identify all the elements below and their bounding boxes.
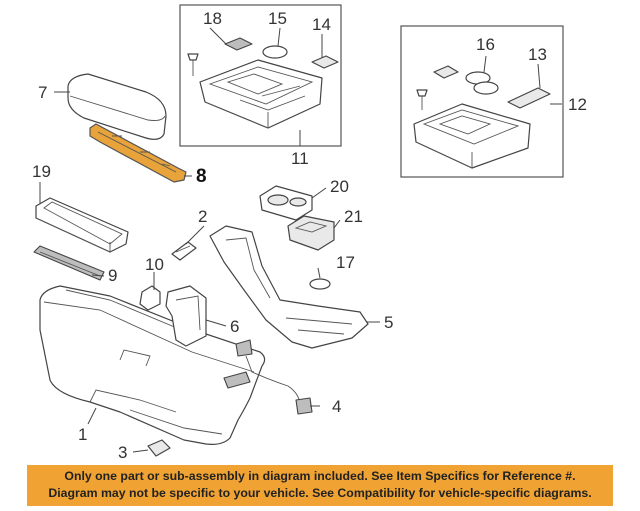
part-16-pad[interactable] (465, 71, 499, 95)
part-4-harness[interactable] (223, 339, 313, 415)
callout-7: 7 (38, 83, 47, 102)
callout-6: 6 (230, 317, 239, 336)
part-17-ring[interactable] (309, 278, 331, 290)
callout-4: 4 (332, 397, 341, 416)
part-1-console-body[interactable] (39, 285, 266, 445)
callout-10: 10 (145, 255, 164, 274)
callout-21: 21 (344, 207, 363, 226)
callout-3: 3 (118, 443, 127, 462)
part-2-bolt[interactable] (171, 241, 197, 261)
callout-13: 13 (528, 45, 547, 64)
part-8-hinge-highlighted[interactable] (89, 123, 187, 183)
callout-20: 20 (330, 177, 349, 196)
callout-2: 2 (198, 207, 207, 226)
part-7-armrest-lid[interactable] (67, 73, 167, 140)
part-15-pad[interactable] (262, 45, 288, 59)
callout-8: 8 (196, 166, 207, 187)
part-9-trim-strip[interactable] (33, 245, 105, 281)
callout-11: 11 (291, 149, 309, 168)
callout-14: 14 (312, 15, 331, 34)
callout-19: 19 (32, 162, 51, 181)
disclaimer-line-2: Diagram may not be specific to your vehi… (48, 486, 592, 500)
callout-15: 15 (268, 9, 287, 28)
assembly-box-11 (179, 4, 342, 147)
callout-16: 16 (476, 35, 495, 54)
screw-icon (187, 53, 199, 76)
part-3-clip[interactable] (147, 439, 171, 457)
part-21-switch[interactable] (287, 215, 335, 251)
disclaimer-line-1: Only one part or sub-assembly in diagram… (64, 469, 576, 483)
part-10-bracket[interactable] (139, 285, 161, 311)
callout-9: 9 (108, 266, 117, 285)
leader-lines (39, 27, 562, 453)
part-13-pad[interactable] (507, 87, 551, 109)
assembly-box-12 (400, 25, 564, 178)
part-18-pad[interactable] (224, 37, 253, 51)
part-11-tray[interactable] (199, 59, 323, 129)
clip-icon (433, 65, 459, 79)
callout-18: 18 (203, 9, 222, 28)
part-6-bracket[interactable] (165, 285, 207, 347)
callout-12: 12 (568, 95, 587, 114)
part-20-cupholder[interactable] (259, 185, 313, 221)
screw-icon (416, 89, 428, 110)
part-14-pad[interactable] (311, 55, 339, 69)
disclaimer-banner: Only one part or sub-assembly in diagram… (27, 465, 613, 506)
callout-1: 1 (78, 425, 87, 444)
part-19-storage-tray[interactable] (35, 197, 129, 253)
part-12-tray[interactable] (413, 103, 531, 169)
callout-17: 17 (336, 253, 355, 272)
part-5-frame[interactable] (209, 225, 369, 349)
callout-5: 5 (384, 313, 393, 332)
